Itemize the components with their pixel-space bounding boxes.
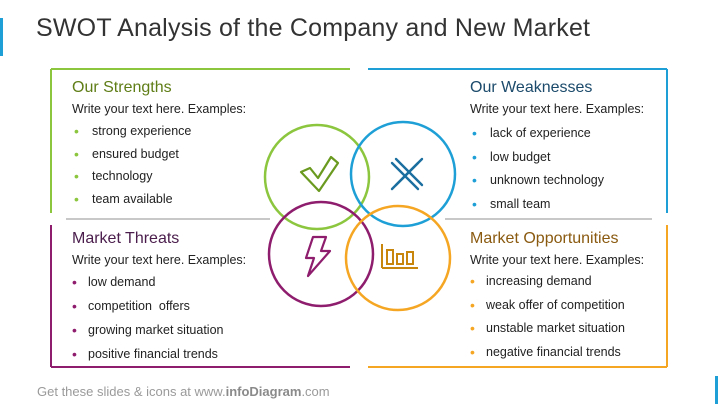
list-item: •positive financial trends [72,346,218,362]
lightning-icon [304,235,332,278]
opportunities-heading: Market Opportunities [470,230,619,247]
threats-circle [267,200,375,308]
weaknesses-frame [368,68,668,213]
list-item: •ensured budget [74,145,179,162]
weaknesses-section: Our Weaknesses Write your text here. Exa… [470,79,660,216]
list-item: •growing market situation [72,322,224,338]
right-accent-bar [715,376,718,404]
list-item: •lack of experience [472,125,591,141]
threats-section: Market Threats Write your text here. Exa… [72,230,272,366]
list-item: •unstable market situation [470,320,625,336]
strengths-intro: Write your text here. Examples: [72,102,247,116]
strengths-circle [263,123,371,231]
weaknesses-heading: Our Weaknesses [470,79,593,96]
strengths-section: Our Strengths Write your text here. Exam… [72,79,312,210]
list-item: •team available [74,190,173,207]
threats-intro: Write your text here. Examples: [72,253,247,267]
strengths-frame [50,68,350,213]
weaknesses-list: •lack of experience •low budget •unknown… [470,122,660,216]
page-title: SWOT Analysis of the Company and New Mar… [36,14,591,42]
list-item: •negative financial trends [470,343,621,360]
bar-chart-icon [381,244,418,269]
checkmark-icon [299,155,340,193]
list-item: •technology [74,168,153,184]
weaknesses-intro: Write your text here. Examples: [470,102,645,116]
list-item: •increasing demand [470,273,592,289]
list-item: •unknown technology [472,172,604,188]
list-item: •weak offer of competition [470,296,625,313]
x-cross-icon [390,157,424,191]
list-item: •small team [472,195,551,212]
list-item: •competition offers [72,298,190,314]
list-item: •low budget [472,148,551,165]
strengths-list: •strong experience •ensured budget •tech… [72,120,312,210]
opportunities-section: Market Opportunities Write your text her… [470,230,660,364]
footer-credit[interactable]: Get these slides & icons at www.infoDiag… [37,384,330,399]
weaknesses-circle [349,120,457,228]
opportunities-circle [344,204,452,312]
opportunities-intro: Write your text here. Examples: [470,253,645,267]
threats-heading: Market Threats [72,230,180,247]
strengths-heading: Our Strengths [72,79,172,96]
threats-list: •low demand •competition offers •growing… [72,270,272,366]
opportunities-frame [368,225,668,368]
list-item: •strong experience [74,123,192,139]
threats-frame [50,225,350,368]
opportunities-list: •increasing demand •weak offer of compet… [470,270,660,364]
list-item: •low demand [72,274,156,290]
left-accent-bar [0,18,3,56]
